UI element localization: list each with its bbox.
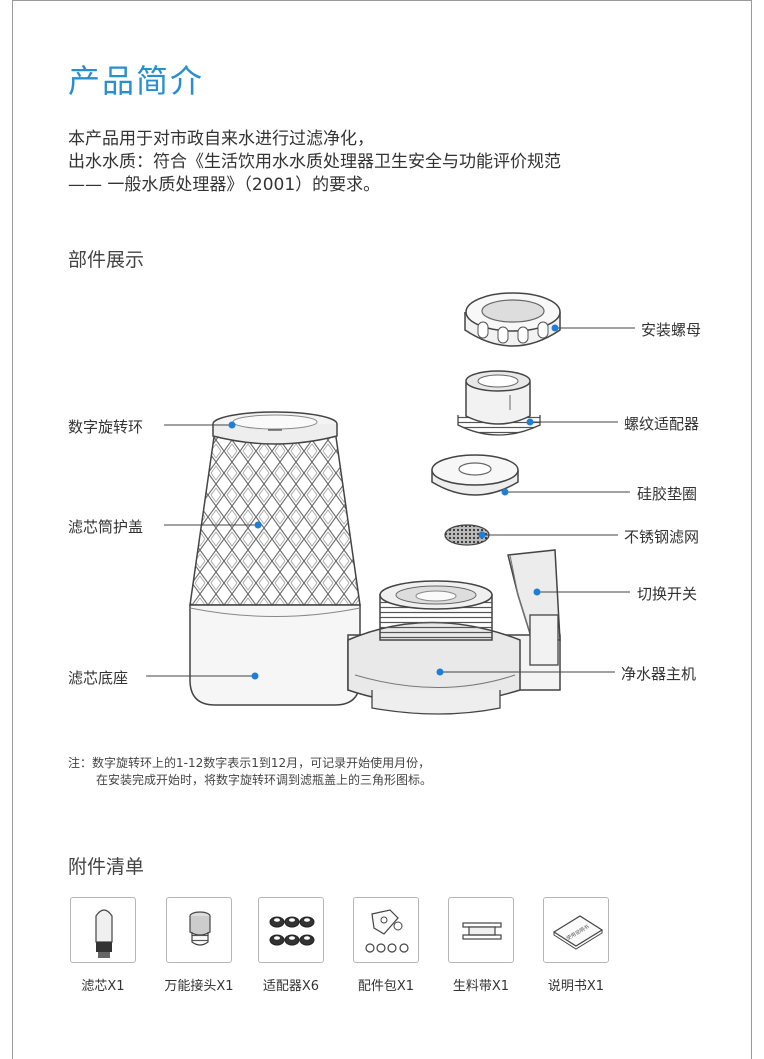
page-frame — [12, 0, 752, 1059]
note-line-2: 在安装完成开始时，将数字旋转环调到滤瓶盖上的三角形图标。 — [96, 773, 433, 787]
usage-note: 注：数字旋转环上的1-12数字表示1到12月，可记录开始使用月份， 在安装完成开… — [68, 755, 432, 789]
parts-heading: 部件展示 — [68, 249, 145, 271]
accessory-manual: 使用说明书 — [543, 897, 609, 963]
gasket-drawing — [431, 454, 519, 496]
filter-cartridge-icon — [95, 909, 113, 958]
nut-drawing — [464, 292, 561, 347]
accessory-parts-kit — [353, 897, 419, 963]
label-switch: 切换开关 — [637, 585, 698, 603]
accessory-filter-cartridge — [70, 897, 136, 963]
adapters-icon — [269, 916, 315, 946]
filter-cover-drawing — [189, 411, 361, 606]
callout-dots — [228, 324, 559, 680]
accessory-label-5: 生料带X1 — [452, 979, 510, 994]
accessory-ptfe-tape — [448, 897, 514, 963]
page-title: 产品简介 — [68, 62, 205, 100]
label-dial-ring: 数字旋转环 — [68, 418, 144, 436]
accessories-heading: 附件清单 — [68, 856, 145, 878]
switch-lever-drawing — [507, 549, 561, 666]
note-line-1: 注：数字旋转环上的1-12数字表示1到12月，可记录开始使用月份， — [68, 756, 431, 770]
ptfe-tape-icon — [462, 922, 502, 940]
label-nut: 安装螺母 — [641, 321, 702, 339]
main-body-drawing — [347, 580, 561, 715]
accessory-label-1: 滤芯X1 — [81, 979, 125, 994]
intro-line-3: —— 一般水质处理器》（2001）的要求。 — [68, 175, 381, 195]
accessory-label-2: 万能接头X1 — [164, 979, 234, 994]
label-gasket: 硅胶垫圈 — [637, 485, 698, 503]
label-cover: 滤芯筒护盖 — [68, 518, 144, 536]
manual-icon: 使用说明书 — [552, 915, 604, 950]
filter-base-drawing — [189, 604, 361, 706]
universal-connector-icon — [189, 911, 211, 946]
parts-kit-icon — [365, 909, 409, 953]
accessory-universal-connector — [166, 897, 232, 963]
intro-text: 本产品用于对市政自来水进行过滤净化， 出水水质：符合《生活饮用水水质处理器卫生安… — [68, 128, 561, 197]
accessory-label-4: 配件包X1 — [357, 979, 415, 994]
accessory-label-6: 说明书X1 — [547, 979, 605, 994]
accessory-label-3: 适配器X6 — [262, 979, 320, 994]
callout-lines — [146, 327, 635, 677]
label-base: 滤芯底座 — [68, 669, 129, 687]
intro-line-2: 出水水质：符合《生活饮用水水质处理器卫生安全与功能评价规范 — [68, 152, 561, 172]
label-mesh: 不锈钢滤网 — [624, 528, 700, 546]
label-main-body: 净水器主机 — [621, 665, 697, 683]
intro-line-1: 本产品用于对市政自来水进行过滤净化， — [68, 129, 374, 149]
accessory-adapters — [258, 897, 324, 963]
adapter-drawing — [457, 370, 541, 436]
label-adapter: 螺纹适配器 — [624, 415, 700, 433]
